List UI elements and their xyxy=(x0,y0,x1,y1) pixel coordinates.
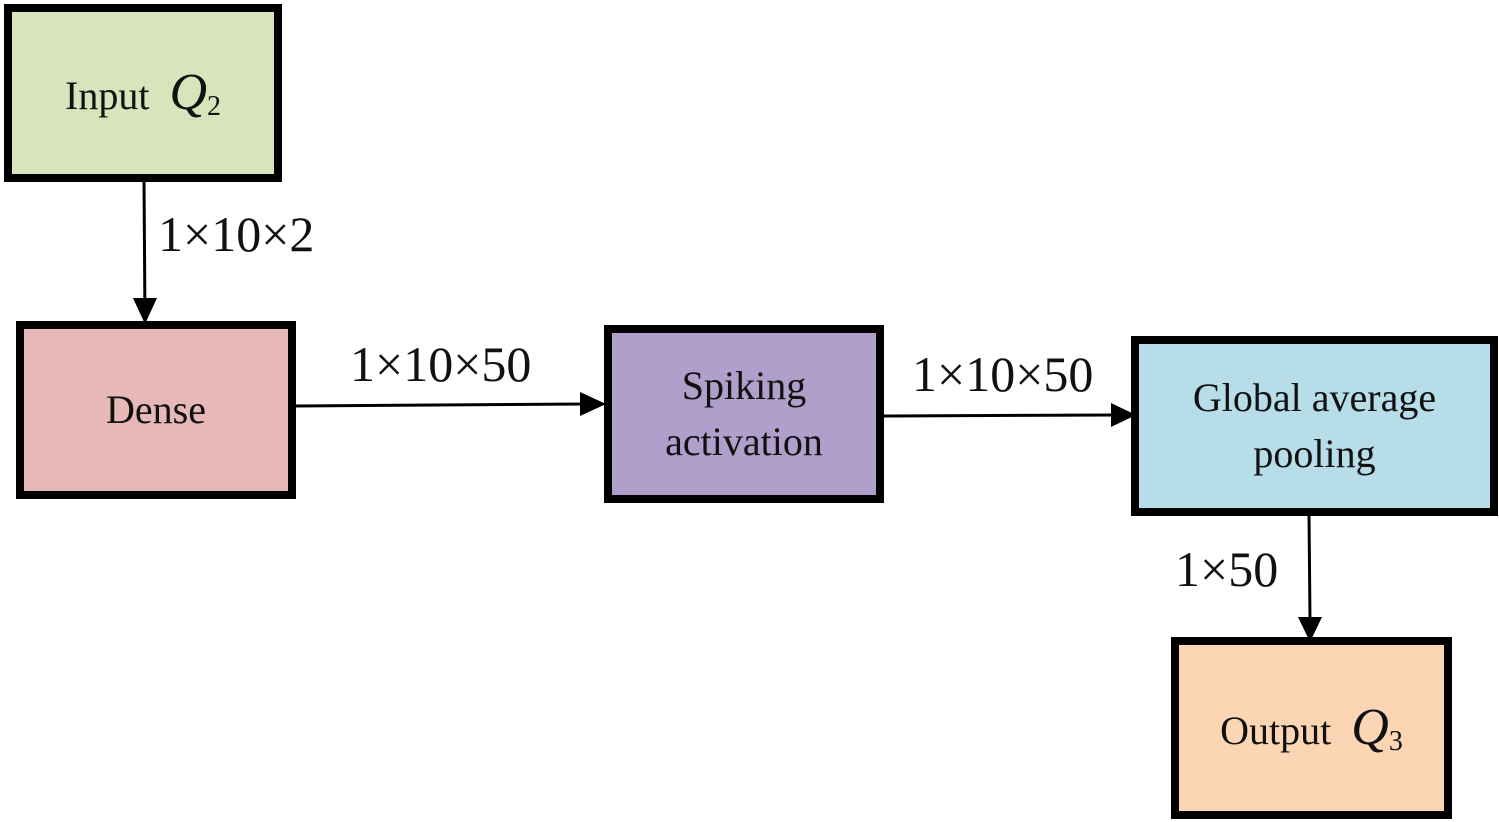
dim-label-input-to-dense: 1×10×2 xyxy=(158,206,315,262)
output-box: Output Q3 xyxy=(1171,637,1452,819)
input-symbol: Q2 xyxy=(169,63,221,122)
arrow-gap-to-output xyxy=(1307,513,1312,621)
output-box-label: Output Q3 xyxy=(1220,692,1403,765)
dim-label-spiking-to-gap: 1×10×50 xyxy=(912,346,1094,402)
arrowhead-input-to-dense xyxy=(133,298,157,324)
arrowhead-dense-to-spiking xyxy=(580,392,606,416)
input-label-text: Input xyxy=(65,72,150,118)
output-symbol: Q3 xyxy=(1351,698,1403,757)
dim-label-dense-to-spiking: 1×10×50 xyxy=(350,336,532,392)
dense-label: Dense xyxy=(106,387,206,432)
dense-box: Dense xyxy=(16,321,296,499)
output-label-text: Output xyxy=(1220,707,1332,753)
input-box: Input Q2 xyxy=(4,4,282,182)
arrowhead-gap-to-output xyxy=(1298,617,1322,642)
arrow-spiking-to-gap xyxy=(881,413,1116,418)
dim-label-gap-to-output: 1×50 xyxy=(1175,541,1279,597)
input-box-label: Input Q2 xyxy=(65,57,221,130)
arrowhead-spiking-to-gap xyxy=(1111,403,1136,427)
arrow-dense-to-spiking xyxy=(295,402,586,408)
